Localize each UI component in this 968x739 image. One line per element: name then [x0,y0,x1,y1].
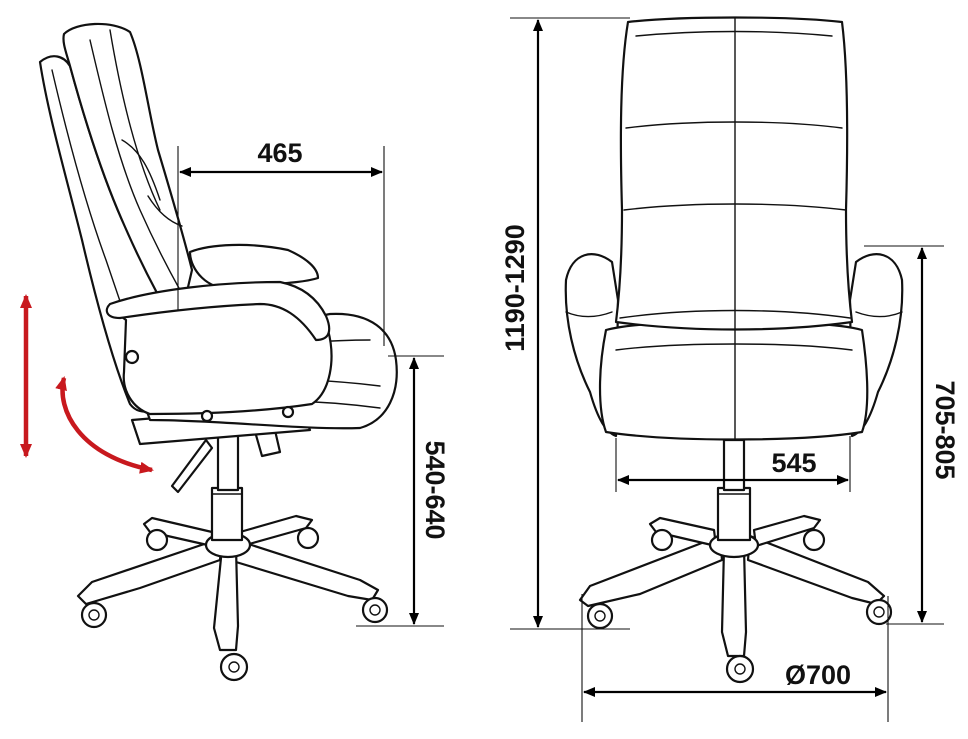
seat-depth-label: 465 [257,138,302,168]
front-backrest [616,18,852,330]
seat-height-label: 540-640 [420,440,450,539]
base-diameter-label: Ø700 [785,660,851,690]
total-height-label: 1190-1290 [500,224,530,352]
armrest-height-label: 705-805 [930,380,960,479]
side-view-chair [40,24,397,680]
front-view-chair [566,18,903,683]
side-gas-lift [212,430,242,540]
side-tilt-lever [172,440,212,492]
armrest-width-label: 545 [771,448,816,478]
front-seat [600,321,867,440]
